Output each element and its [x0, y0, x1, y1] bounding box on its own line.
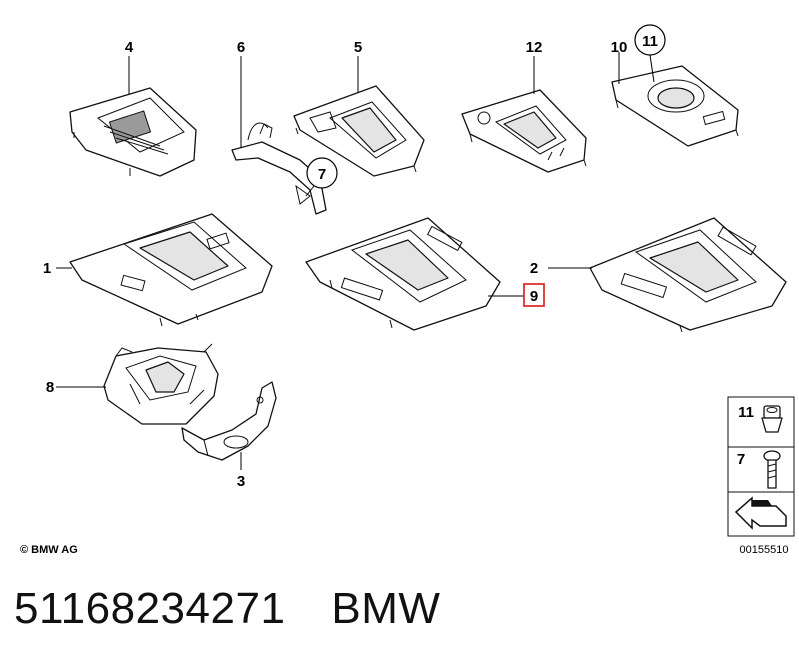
- legend-label-7: 7: [737, 451, 745, 468]
- brand-name: BMW: [331, 584, 441, 633]
- callout-3: 3: [237, 473, 245, 490]
- legend-label-11: 11: [738, 404, 754, 421]
- part-9-trim: [305, 217, 501, 331]
- fastener-legend: 11 7: [727, 396, 795, 537]
- image-code: 00155510: [740, 544, 789, 556]
- callout-10: 10: [611, 39, 628, 56]
- part-4-panel: [69, 87, 197, 177]
- callout-6: 6: [237, 39, 245, 56]
- copyright: © BMW AG: [20, 544, 78, 556]
- callout-11: 11: [642, 33, 658, 50]
- part-number: 51168234271: [14, 584, 286, 633]
- part-12-indicator: [461, 89, 587, 173]
- part-number-footer: 51168234271 BMW: [14, 584, 486, 634]
- callout-12: 12: [526, 39, 543, 56]
- callout-7-circle: [306, 157, 338, 189]
- part-8-housing: [103, 343, 219, 425]
- callout-1: 1: [43, 260, 51, 277]
- part-2-trim: [589, 217, 787, 333]
- callout-9: 9: [530, 288, 538, 305]
- callout-4: 4: [125, 39, 134, 56]
- part-5-cover: [293, 85, 425, 177]
- part-1-trim: [69, 213, 273, 327]
- callout-7: 7: [318, 166, 326, 183]
- callout-2: 2: [530, 260, 538, 277]
- part-10-bezel: [611, 65, 739, 147]
- callout-5: 5: [354, 39, 362, 56]
- part-3-bracket: [181, 381, 277, 461]
- part-6-harness: [231, 122, 327, 215]
- clip-nut-icon: [761, 405, 783, 433]
- arrow-icon: [734, 496, 787, 530]
- callout-9-highlight: [523, 283, 545, 307]
- screw-icon: [763, 450, 781, 489]
- callout-8: 8: [46, 379, 54, 396]
